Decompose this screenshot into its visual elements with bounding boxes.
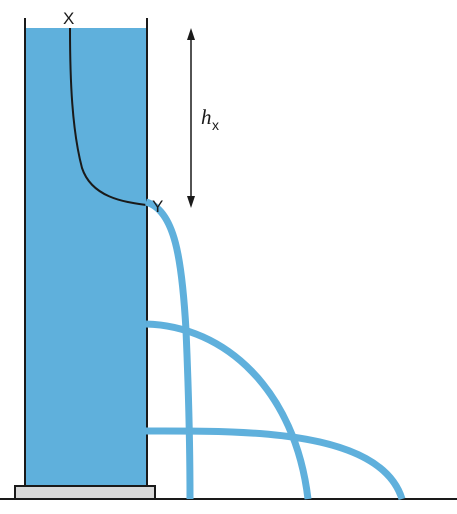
water-jet-bottom [145,427,406,501]
water-column [26,28,146,486]
label-y: Y [152,197,163,216]
label-x: X [63,9,74,28]
height-arrow-up-icon [187,28,195,40]
base-plate [14,485,156,500]
height-label-symbol: h [201,105,212,129]
streamline-x-to-y [69,27,147,206]
water-jet-top [144,198,194,500]
height-label-subscript: x [212,117,219,133]
water-jet-middle [145,320,312,500]
height-arrow-down-icon [187,196,195,208]
